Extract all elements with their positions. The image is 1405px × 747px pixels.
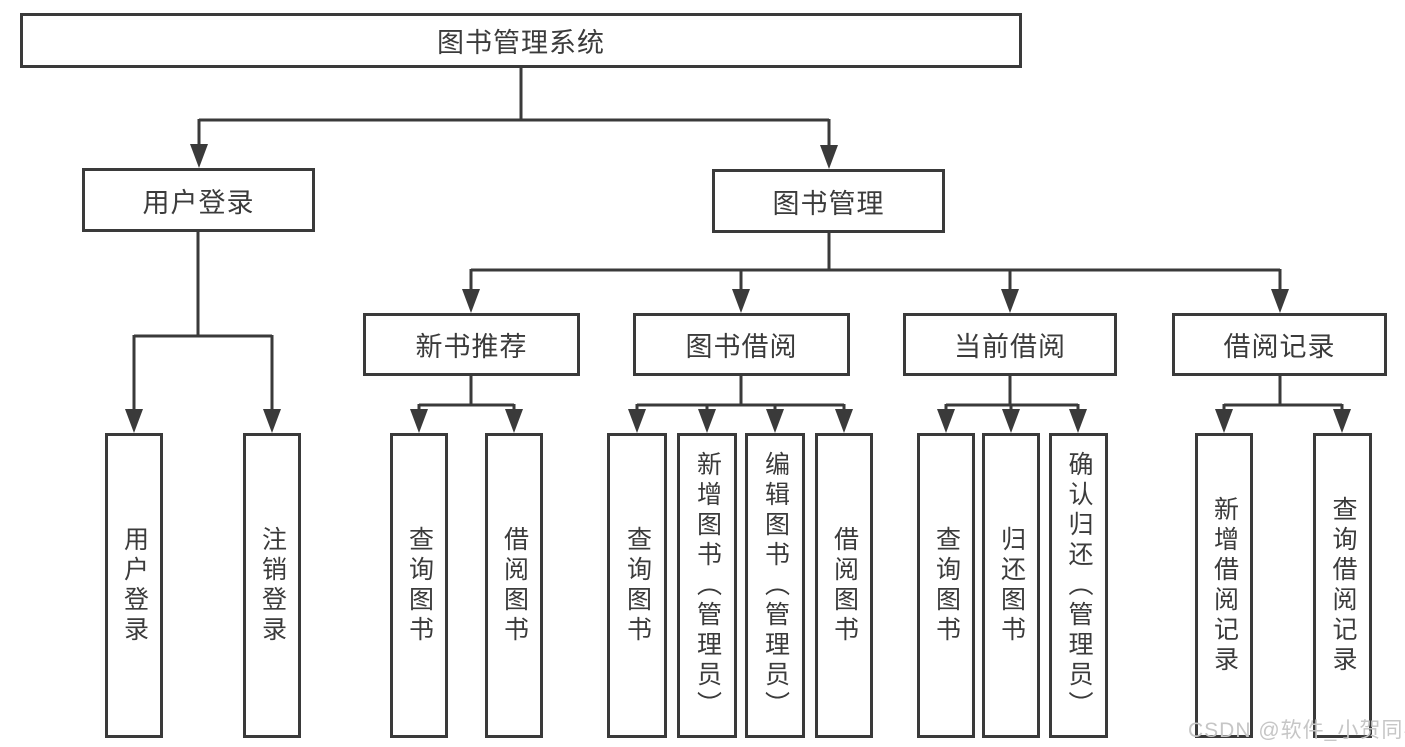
leaf-user-login: 用户登录 xyxy=(105,433,163,738)
leaf-query-books-2: 查询图书 xyxy=(607,433,667,738)
node-label: 查询图书 xyxy=(623,525,652,646)
leaf-query-books-3: 查询图书 xyxy=(917,433,975,738)
node-book-management: 图书管理 xyxy=(712,169,945,233)
leaf-borrow-books: 借阅图书 xyxy=(485,433,543,738)
node-label: 图书管理 xyxy=(772,188,885,219)
leaf-borrow-books-2: 借阅图书 xyxy=(815,433,873,738)
node-label: 图书管理系统 xyxy=(437,28,605,58)
node-label: 当前借阅 xyxy=(954,332,1066,362)
leaf-confirm-return-admin: 确认归还（管理员） xyxy=(1049,433,1108,738)
node-label: 图书借阅 xyxy=(685,332,798,362)
node-label: 新书推荐 xyxy=(415,332,528,362)
node-book-borrowing: 图书借阅 xyxy=(633,313,850,376)
node-label: 用户登录 xyxy=(142,187,255,218)
node-label: 借阅图书 xyxy=(830,525,859,646)
node-library-management-system: 图书管理系统 xyxy=(20,13,1022,68)
node-label: 确认归还（管理员） xyxy=(1065,450,1093,721)
leaf-edit-books-admin: 编辑图书（管理员） xyxy=(745,433,805,738)
node-label: 借阅图书 xyxy=(500,525,529,646)
node-label: 新增借阅记录 xyxy=(1210,495,1239,676)
node-label: 新增图书（管理员） xyxy=(693,450,722,721)
csdn-watermark: CSDN @软件_小贺同学 xyxy=(1188,719,1405,742)
leaf-query-books: 查询图书 xyxy=(390,433,448,738)
leaf-add-borrow-record: 新增借阅记录 xyxy=(1195,433,1253,738)
node-label: 用户登录 xyxy=(120,525,149,646)
leaf-return-books: 归还图书 xyxy=(982,433,1040,738)
node-current-borrowing: 当前借阅 xyxy=(903,313,1117,376)
node-user-login: 用户登录 xyxy=(82,168,315,232)
leaf-logout: 注销登录 xyxy=(243,433,301,738)
node-label: 注销登录 xyxy=(258,525,287,646)
leaf-add-books-admin: 新增图书（管理员） xyxy=(677,433,737,738)
leaf-query-borrow-record: 查询借阅记录 xyxy=(1313,433,1372,738)
node-label: 查询借阅记录 xyxy=(1329,495,1357,676)
node-label: 归还图书 xyxy=(997,525,1026,646)
node-label: 查询图书 xyxy=(932,525,961,646)
node-label: 借阅记录 xyxy=(1223,332,1336,362)
node-borrowing-records: 借阅记录 xyxy=(1172,313,1387,376)
node-new-book-recommendation: 新书推荐 xyxy=(363,313,580,376)
node-label: 查询图书 xyxy=(405,525,434,646)
node-label: 编辑图书（管理员） xyxy=(761,450,790,721)
